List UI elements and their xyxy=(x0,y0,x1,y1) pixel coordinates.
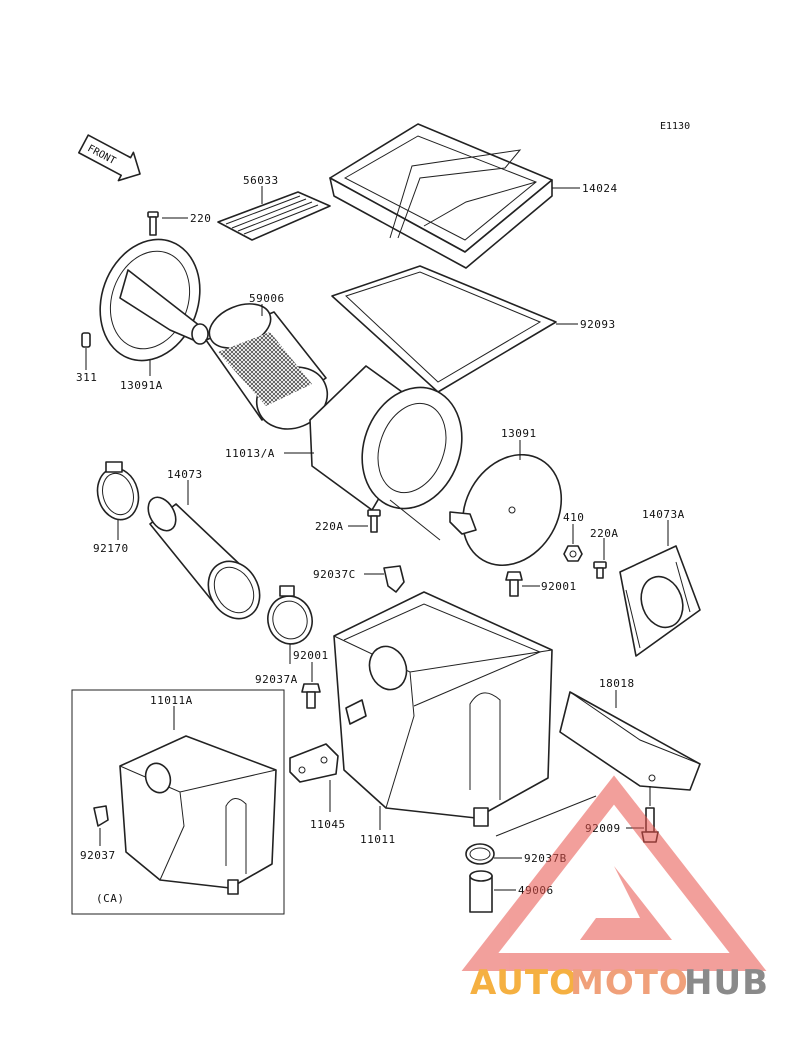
part-92001-bolt-b xyxy=(301,683,321,709)
front-arrow: FRONT xyxy=(78,134,141,182)
watermark-text-hub: HUB xyxy=(684,963,769,1003)
watermark-logo xyxy=(461,775,767,971)
watermark-text-auto: AUTO xyxy=(470,963,579,1003)
label-59006: 59006 xyxy=(249,292,285,305)
part-49006-drain-tube xyxy=(469,870,493,913)
label-92093: 92093 xyxy=(580,318,616,331)
part-311-bolt xyxy=(81,332,91,348)
label-14073A: 14073A xyxy=(642,508,685,521)
label-92001-a: 92001 xyxy=(541,580,577,593)
label-14073: 14073 xyxy=(167,468,203,481)
label-410: 410 xyxy=(563,511,584,524)
part-92093-gasket xyxy=(331,265,557,393)
part-14073A-duct-bracket xyxy=(619,545,701,657)
part-92037-clip xyxy=(93,805,109,827)
label-220: 220 xyxy=(190,212,211,225)
label-92001-b: 92001 xyxy=(293,649,329,662)
part-11011-air-cleaner-case xyxy=(333,591,553,827)
part-18018-tray xyxy=(559,691,701,791)
label-220A-b: 220A xyxy=(590,527,619,540)
part-92170-clamp xyxy=(96,461,140,521)
label-11013A: 11013/A xyxy=(225,447,275,460)
part-13091A-end-plate xyxy=(99,238,209,362)
diagram-code: E1130 xyxy=(660,121,690,132)
label-13091A: 13091A xyxy=(120,379,163,392)
part-220A-screw-a xyxy=(367,509,381,533)
label-13091: 13091 xyxy=(501,427,537,440)
part-14073-intake-duct xyxy=(147,496,261,620)
part-59006-mesh-cylinder xyxy=(205,303,329,430)
part-11011A-air-cleaner-case-ca xyxy=(119,735,277,895)
part-56033-mesh-plate xyxy=(217,191,331,241)
part-220-screw xyxy=(147,211,159,236)
label-311: 311 xyxy=(76,371,97,384)
label-220A-a: 220A xyxy=(315,520,344,533)
part-14024-cover xyxy=(329,123,553,269)
part-92001-bolt-a xyxy=(505,571,523,597)
label-92037C: 92037C xyxy=(313,568,356,581)
label-11011A: 11011A xyxy=(150,694,193,707)
part-410-nut xyxy=(563,545,583,562)
part-92037C-clip xyxy=(383,565,405,593)
label-92037A: 92037A xyxy=(255,673,298,686)
label-11011: 11011 xyxy=(360,833,396,846)
label-92037: 92037 xyxy=(80,849,116,862)
part-11045-bracket xyxy=(289,743,339,783)
part-92037A-clamp xyxy=(267,585,313,645)
variant-box-label: (CA) xyxy=(96,892,125,905)
label-92170: 92170 xyxy=(93,542,129,555)
label-11045: 11045 xyxy=(310,818,346,831)
label-56033: 56033 xyxy=(243,174,279,187)
part-13091-end-plate xyxy=(449,453,563,567)
label-14024: 14024 xyxy=(582,182,618,195)
ca-variant-box xyxy=(71,689,285,915)
watermark-text-moto: MOTO xyxy=(570,963,689,1003)
part-92037B-clamp xyxy=(465,843,495,865)
part-220A-screw-b xyxy=(593,561,607,579)
part-11013A-filter-element xyxy=(309,365,463,511)
label-18018: 18018 xyxy=(599,677,635,690)
